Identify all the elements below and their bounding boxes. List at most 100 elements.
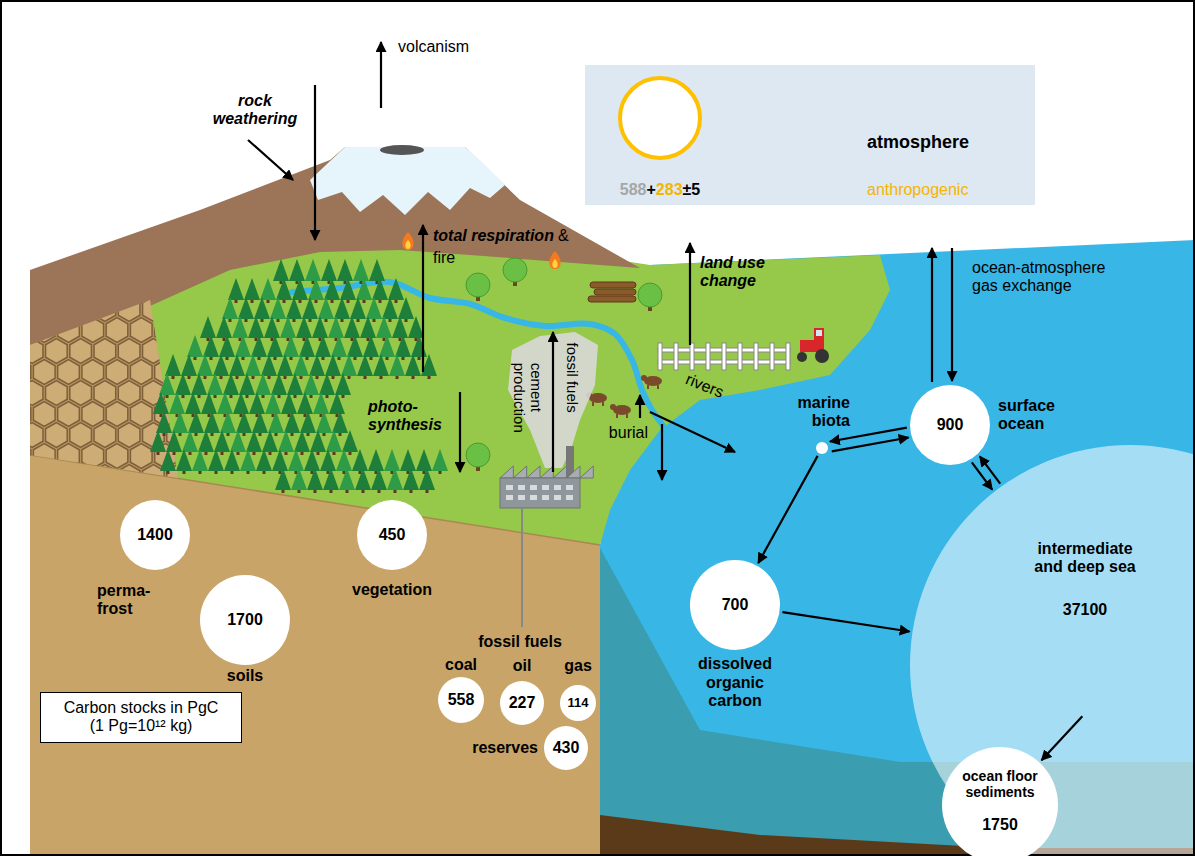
conifer-tree [384,449,400,471]
carbon-stock-circle: reserves430 [544,726,588,770]
flux-arrow [459,392,461,472]
permafrost-polygon [191,507,213,532]
conifer-tree [272,449,288,471]
carbon-stock-circle: coal558 [438,677,484,723]
conifer-tree [252,411,268,433]
conifer-tree [233,392,249,414]
conifer-tree [201,392,217,414]
conifer-tree [270,297,286,319]
conifer-tree [255,373,271,395]
conifer-tree [286,297,302,319]
fence-post [754,343,758,370]
permafrost-polygon [118,465,140,490]
flux-connector [1042,716,1083,760]
permafrost-polygon [106,276,128,301]
deciduous-tree [466,273,490,297]
pool-name: intermediate and deep sea [1025,540,1145,577]
conifer-tree [400,449,416,471]
conifer-tree [214,430,230,452]
stock-value: 700 [722,596,749,614]
permafrost-polygon [94,297,116,322]
permafrost-polygon [70,507,92,532]
conifer-tree [329,392,345,414]
conifer-tree [200,316,216,338]
conifer-tree [344,316,360,338]
conifer-tree [207,373,223,395]
permafrost-polygon [130,360,152,385]
permafrost-polygon [155,318,177,343]
conifer-tree [265,392,281,414]
stock-value: 588 [620,181,647,199]
permafrost-polygon [118,339,140,364]
permafrost-polygon [118,423,140,448]
permafrost-polygon [9,444,31,469]
conifer-tree [185,392,201,414]
permafrost-polygon [130,402,152,427]
fire-icon [552,259,557,268]
conifer-tree [335,373,351,395]
permafrost-polygon [21,465,43,490]
fence-post [706,343,710,370]
conifer-tree [191,373,207,395]
factory-window [518,495,525,500]
conifer-tree [217,392,233,414]
permafrost-polygon [33,276,55,301]
conifer-tree [352,449,368,471]
conifer-forest [150,259,448,493]
permafrost-polygon [82,276,104,301]
conifer-tree [353,259,369,281]
flux-label: total respiration [433,227,554,245]
conifer-tree [204,411,220,433]
conifer-tree [267,335,283,357]
permafrost-polygon [215,507,237,532]
conifer-tree [187,335,203,357]
factory-roof [500,466,593,478]
permafrost-polygon [21,507,43,532]
flux-arrow [639,395,641,418]
pool-name: reserves [472,739,538,757]
flux-arrow [248,140,293,180]
conifer-tree [356,278,372,300]
factory-window [518,485,525,490]
conifer-tree [296,316,312,338]
conifer-tree [357,354,373,376]
conifer-tree [288,449,304,471]
conifer-tree [392,316,408,338]
stock-value: 227 [509,694,536,712]
conifer-tree [398,297,414,319]
stock-value: 1700 [227,611,263,629]
conifer-tree [312,316,328,338]
conifer-tree [172,411,188,433]
conifer-tree [160,449,176,471]
conifer-tree [203,335,219,357]
permafrost-polygon [179,276,201,301]
conifer-tree [244,278,260,300]
conifer-tree [324,278,340,300]
conifer-tree [159,373,175,395]
conifer-tree [239,373,255,395]
conifer-tree [315,335,331,357]
permafrost-polygon [70,297,92,322]
conifer-tree [411,335,427,357]
stock-value: 450 [379,526,406,544]
carbon-stock-circle: 900surface ocean [910,385,990,465]
conifer-tree [316,411,332,433]
permafrost-polygon [82,402,104,427]
stock-value: ±5 [683,181,701,199]
permafrost-polygon [118,381,140,406]
conifer-tree [276,278,292,300]
pool-name: vegetation [352,581,432,599]
stock-value: + [646,181,655,199]
conifer-tree [340,278,356,300]
stock-value: 1750 [982,816,1018,834]
factory-window [566,485,573,490]
permafrost-polygon [33,360,55,385]
permafrost-polygon [130,318,152,343]
conifer-tree [277,354,293,376]
fence-post [770,343,774,370]
permafrost-polygon [82,318,104,343]
permafrost-polygon [9,276,31,301]
conifer-tree [419,468,435,490]
conifer-tree [256,449,272,471]
